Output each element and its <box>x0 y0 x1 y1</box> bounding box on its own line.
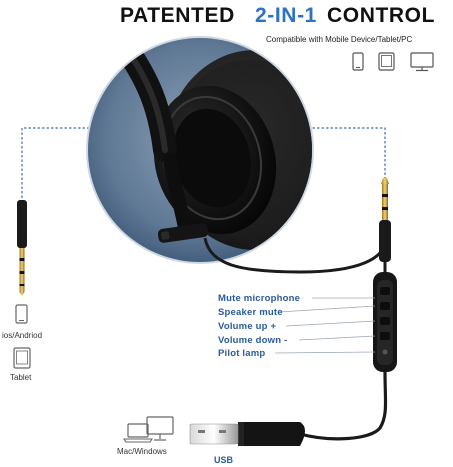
control-label-mute-mic: Mute microphone <box>218 293 301 304</box>
headline: PATENTED 2-IN-1 CONTROL <box>0 0 453 34</box>
monitor-icon <box>410 52 434 72</box>
headset-cable <box>203 237 387 274</box>
control-label-speaker-mute: Speaker mute <box>218 307 283 318</box>
usb-cable <box>299 371 388 441</box>
control-leader-lines <box>274 297 376 354</box>
monitor-icon <box>146 416 174 441</box>
right-audio-jack <box>379 178 391 262</box>
headline-control: CONTROL <box>327 4 436 27</box>
phone-icon <box>15 304 28 324</box>
control-label-volume-up: Volume up + <box>218 321 277 332</box>
usb-label: USB <box>214 455 234 465</box>
control-label-pilot-lamp: Pilot lamp <box>218 348 266 359</box>
usb-plug <box>189 422 305 446</box>
tablet-icon <box>13 347 31 369</box>
headline-2in1: 2-IN-1 <box>255 4 317 27</box>
inline-control-box <box>373 262 397 372</box>
compatibility-text: Compatible with Mobile Device/Tablet/PC <box>266 35 413 44</box>
dashed-connector-left <box>21 127 92 198</box>
tablet-label: Tablet <box>10 373 32 382</box>
tablet-icon <box>378 52 395 71</box>
headline-patented: PATENTED <box>120 4 235 27</box>
phone-label: ios/Andriod <box>2 331 43 340</box>
phone-icon <box>352 52 364 71</box>
left-audio-jack <box>17 200 27 296</box>
computer-label: Mac/Windows <box>117 447 167 456</box>
device-icons <box>352 52 434 72</box>
headset-closeup-circle <box>86 36 314 264</box>
laptop-icon <box>122 423 154 443</box>
control-label-volume-down: Volume down - <box>218 335 288 346</box>
dashed-connector-right <box>308 127 386 182</box>
